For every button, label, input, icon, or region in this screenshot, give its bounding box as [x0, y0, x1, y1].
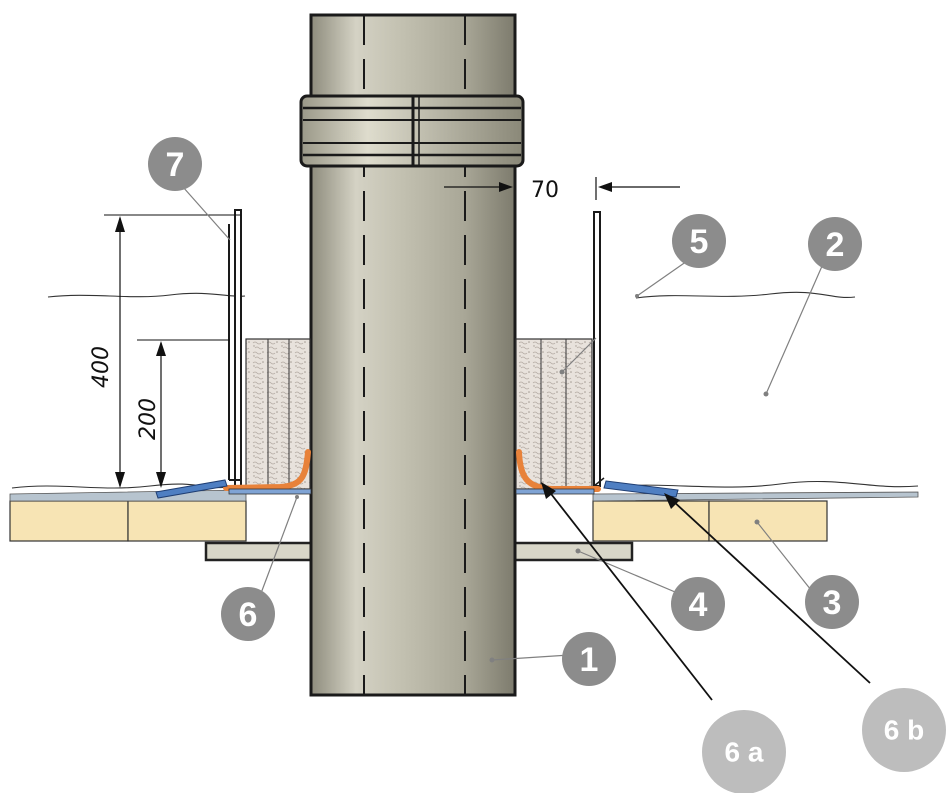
- dimension-label-70: 70: [531, 178, 559, 203]
- flashing-upstand-left: [228, 209, 242, 487]
- wood-board-right-2: [708, 500, 828, 542]
- leader-dots: [295, 294, 769, 663]
- callout-4: 4: [671, 577, 725, 631]
- dimension-label-400: 400: [89, 346, 114, 388]
- callout-2: 2: [808, 217, 862, 271]
- callout-3: 3: [805, 575, 859, 629]
- callout-6a: 6 a: [702, 710, 786, 793]
- roof-surface-line-upper-right: [635, 291, 856, 299]
- wooden-deck: [9, 500, 828, 542]
- callout-6b: 6 b: [862, 688, 946, 772]
- wood-board-left-1: [9, 500, 129, 542]
- svg-text:6 a: 6 a: [725, 737, 764, 768]
- callout-5: 5: [672, 214, 726, 268]
- roof-surface-line-lower-right: [609, 480, 919, 488]
- roof-surface-line-upper-left: [47, 292, 246, 298]
- roof-membrane-right: [592, 491, 919, 502]
- arrow-6b: [664, 493, 871, 684]
- svg-text:4: 4: [689, 586, 708, 624]
- svg-text:1: 1: [580, 641, 599, 679]
- dimension-400: [104, 214, 241, 488]
- dimension-label-200: 200: [136, 398, 161, 440]
- callout-7: 7: [148, 137, 202, 191]
- wood-board-left-2: [127, 500, 247, 542]
- svg-text:5: 5: [690, 223, 709, 261]
- insulation-left: [245, 338, 311, 490]
- seal-orange-left: [223, 449, 311, 491]
- insulation-right: [515, 338, 593, 490]
- svg-text:6: 6: [239, 596, 258, 634]
- svg-text:7: 7: [166, 146, 185, 184]
- callout-6: 6: [221, 587, 275, 641]
- pipe-joint-collar: [299, 94, 525, 168]
- flashing-upstand-right: [593, 211, 605, 487]
- dimension-200: [137, 339, 230, 488]
- svg-text:2: 2: [826, 226, 845, 264]
- roof-membrane-left: [9, 489, 247, 502]
- dimension-70: [444, 177, 680, 200]
- base-seal-strip-left: [228, 488, 312, 495]
- membrane-blue-left: [155, 479, 228, 499]
- callout-1: 1: [562, 632, 616, 686]
- svg-text:3: 3: [823, 584, 842, 622]
- svg-text:6 b: 6 b: [884, 715, 924, 746]
- wood-board-right-1: [592, 500, 710, 542]
- membrane-blue-right: [603, 480, 679, 498]
- arrow-6a: [541, 482, 713, 701]
